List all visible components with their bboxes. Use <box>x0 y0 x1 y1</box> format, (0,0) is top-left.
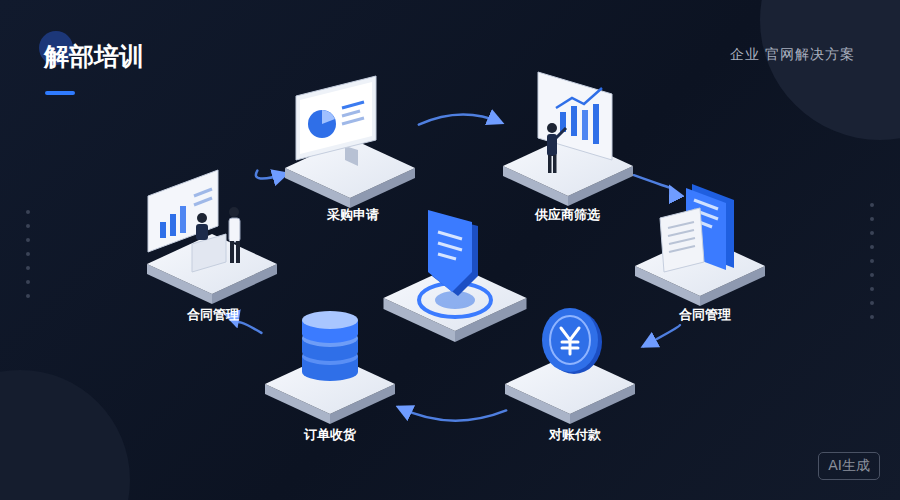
page-title: 解部培训 <box>44 40 144 73</box>
step-label: 采购申请 <box>289 206 416 224</box>
flow-arrow <box>399 407 507 421</box>
process-node: 供应商筛选 <box>504 75 631 228</box>
flow-arrow <box>634 175 671 188</box>
step-label: 合同管理 <box>644 306 766 324</box>
center-pin-icon <box>419 210 491 317</box>
chart-board-icon <box>538 72 612 173</box>
yen-coin-icon <box>542 308 602 374</box>
process-node: 合同管理 <box>144 168 281 328</box>
step-label: 对账付款 <box>509 426 641 444</box>
corner-glow <box>0 370 130 500</box>
monitor-icon <box>296 76 376 166</box>
flow-arrow <box>256 171 286 179</box>
process-node: 订单收货 <box>264 300 396 448</box>
flow-arrow <box>419 115 502 125</box>
database-icon <box>302 311 358 381</box>
subtitle: 企业 官网解决方案 <box>730 46 855 64</box>
corner-glow <box>760 0 900 140</box>
step-label: 订单收货 <box>264 426 396 444</box>
meeting-icon <box>148 170 240 272</box>
document-icon <box>660 184 734 272</box>
step-label: 合同管理 <box>144 306 281 324</box>
flow-arrow <box>644 325 680 346</box>
ai-badge: AI生成 <box>818 452 880 480</box>
process-node: 采购申请 <box>289 80 416 228</box>
process-node: 对账付款 <box>509 318 641 448</box>
title-underline <box>45 91 75 95</box>
process-node: 合同管理 <box>644 185 766 328</box>
flow-arrow <box>236 322 261 333</box>
step-label: 供应商筛选 <box>504 206 631 224</box>
